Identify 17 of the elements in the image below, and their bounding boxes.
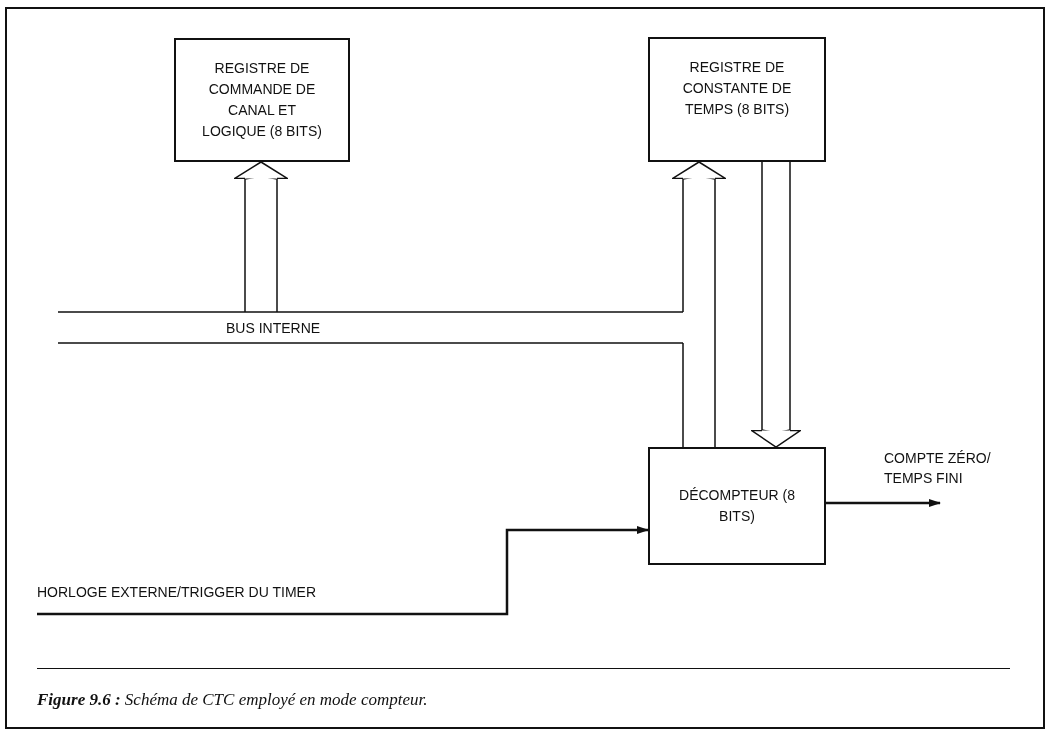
signal-label: HORLOGE EXTERNE/TRIGGER DU TIMER xyxy=(37,582,337,614)
register-box xyxy=(174,38,350,162)
bus-label: BUS INTERNE xyxy=(226,319,321,338)
bus-arrow xyxy=(233,161,289,313)
box-label: DÉCOMPTEUR (8 BITS) xyxy=(678,486,796,526)
signal-arrow xyxy=(826,499,941,507)
box-label: REGISTRE DE CONSTANTE DE TEMPS (8 BITS) xyxy=(681,58,793,119)
figure-caption: Figure 9.6 : Schéma de CTC employé en mode compteur. xyxy=(37,690,428,710)
signal-arrow xyxy=(37,526,649,616)
register-box xyxy=(648,37,826,162)
bus-arrow xyxy=(671,161,727,313)
register-box xyxy=(648,447,826,565)
bus-arrow xyxy=(682,311,716,448)
box-label: REGISTRE DE COMMANDE DE CANAL ET LOGIQUE (8 BITS) xyxy=(201,59,323,141)
signal-label: COMPTE ZÉRO/ TEMPS FINI xyxy=(884,448,1024,502)
bus-band xyxy=(57,311,684,344)
bus-arrow xyxy=(750,161,802,448)
